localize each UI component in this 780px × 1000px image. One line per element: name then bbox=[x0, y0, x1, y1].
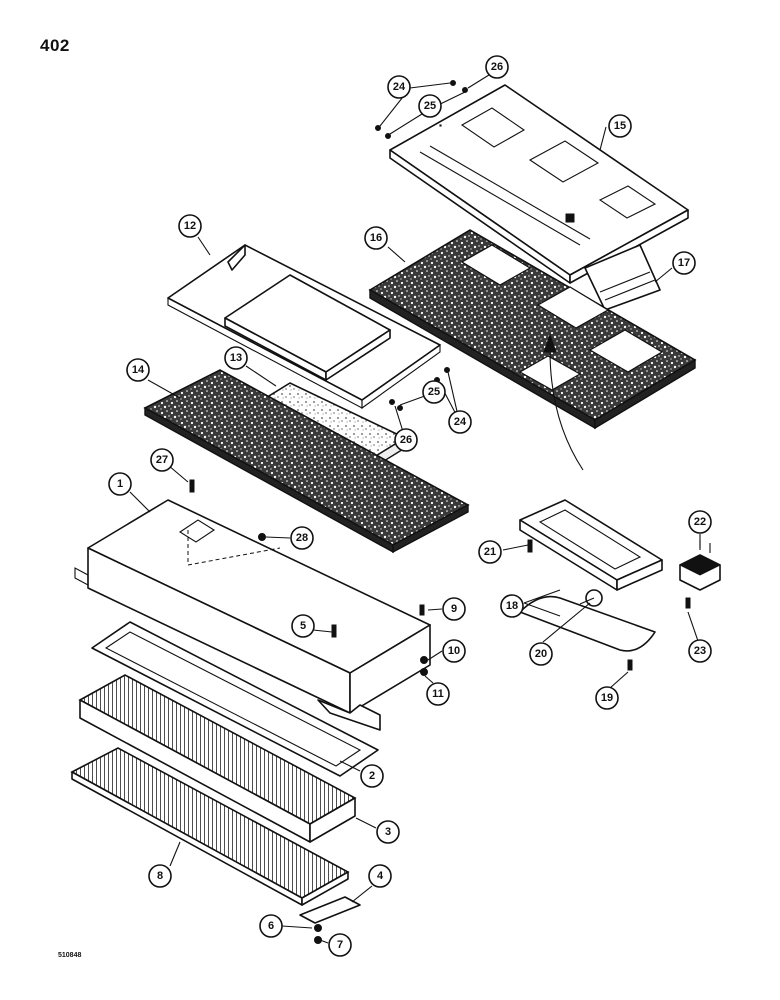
callout-15: 15 bbox=[608, 114, 632, 138]
callout-label: 2 bbox=[369, 770, 375, 782]
page-number: 402 bbox=[40, 36, 70, 55]
callout-label: 25 bbox=[424, 100, 436, 112]
callout-label: 1 bbox=[117, 478, 123, 490]
callout-label: 18 bbox=[506, 600, 518, 612]
callout-19: 19 bbox=[595, 686, 619, 710]
lower-tray bbox=[70, 747, 350, 906]
callout-label: 20 bbox=[535, 648, 547, 660]
callout-label: 11 bbox=[432, 688, 444, 700]
terminal-relay bbox=[678, 540, 722, 591]
retaining-plate bbox=[299, 896, 361, 924]
callout-3: 3 bbox=[376, 820, 400, 844]
callout-label: 21 bbox=[484, 546, 496, 558]
callout-5: 5 bbox=[291, 614, 315, 638]
callout-label: 3 bbox=[385, 826, 391, 838]
callout-label: 19 bbox=[601, 692, 613, 704]
callout-16: 16 bbox=[364, 226, 388, 250]
callout-label: 27 bbox=[156, 454, 168, 466]
callout-26-top: 26 bbox=[485, 55, 509, 79]
callout-label: 22 bbox=[694, 516, 706, 528]
callout-26-mid: 26 bbox=[394, 428, 418, 452]
callout-17: 17 bbox=[672, 251, 696, 275]
callout-9: 9 bbox=[442, 597, 466, 621]
callout-13: 13 bbox=[224, 346, 248, 370]
main-housing bbox=[74, 499, 431, 731]
lamp-base-plate bbox=[519, 589, 656, 652]
lamp-housing bbox=[519, 499, 663, 591]
callout-label: 24 bbox=[393, 81, 406, 93]
callout-23: 23 bbox=[688, 639, 712, 663]
callout-24-top: 24 bbox=[387, 75, 411, 99]
filter-element bbox=[78, 674, 357, 843]
callout-18: 18 bbox=[500, 594, 524, 618]
callout-25-mid: 25 bbox=[422, 380, 446, 404]
callout-22: 22 bbox=[688, 510, 712, 534]
callout-8: 8 bbox=[148, 864, 172, 888]
callout-label: 28 bbox=[296, 532, 308, 544]
callout-label: 10 bbox=[448, 645, 460, 657]
callout-label: 16 bbox=[370, 232, 382, 244]
callout-label: 26 bbox=[400, 434, 412, 446]
callout-label: 23 bbox=[694, 645, 706, 657]
callout-label: 14 bbox=[132, 364, 145, 376]
callout-label: 8 bbox=[157, 870, 163, 882]
callout-label: 24 bbox=[454, 416, 467, 428]
callout-label: 9 bbox=[451, 603, 457, 615]
mounting-bracket bbox=[584, 244, 661, 311]
insulation-mat-lower bbox=[143, 369, 470, 554]
callout-4: 4 bbox=[368, 864, 392, 888]
drawing-code: 510848 bbox=[58, 952, 82, 959]
callout-2: 2 bbox=[360, 764, 384, 788]
callout-label: 4 bbox=[377, 870, 384, 882]
callout-label: 15 bbox=[614, 120, 626, 132]
callout-28: 28 bbox=[290, 526, 314, 550]
callout-25-top: 25 bbox=[418, 94, 442, 118]
callout-label: 13 bbox=[230, 352, 242, 364]
callout-11: 11 bbox=[426, 682, 450, 706]
callout-label: 17 bbox=[678, 257, 690, 269]
gasket-frame bbox=[91, 621, 379, 777]
callout-7: 7 bbox=[328, 933, 352, 957]
callout-label: 25 bbox=[428, 386, 440, 398]
upper-frame bbox=[167, 244, 441, 410]
callout-10: 10 bbox=[442, 639, 466, 663]
callout-label: 12 bbox=[184, 220, 196, 232]
assembly-arrow bbox=[543, 333, 584, 471]
callout-label: 7 bbox=[337, 939, 343, 951]
callout-label: 26 bbox=[491, 61, 503, 73]
callout-14: 14 bbox=[126, 358, 150, 382]
callout-24-mid: 24 bbox=[448, 410, 472, 434]
callout-label: 5 bbox=[300, 620, 306, 632]
callout-label: 6 bbox=[268, 920, 274, 932]
callout-12: 12 bbox=[178, 214, 202, 238]
hardware bbox=[189, 80, 691, 944]
callout-6: 6 bbox=[259, 914, 283, 938]
callout-27: 27 bbox=[150, 448, 174, 472]
insulation-mat-upper bbox=[368, 229, 697, 430]
top-cover-panel bbox=[389, 84, 689, 284]
callout-20: 20 bbox=[529, 642, 553, 666]
callout-1: 1 bbox=[108, 472, 132, 496]
callout-21: 21 bbox=[478, 540, 502, 564]
